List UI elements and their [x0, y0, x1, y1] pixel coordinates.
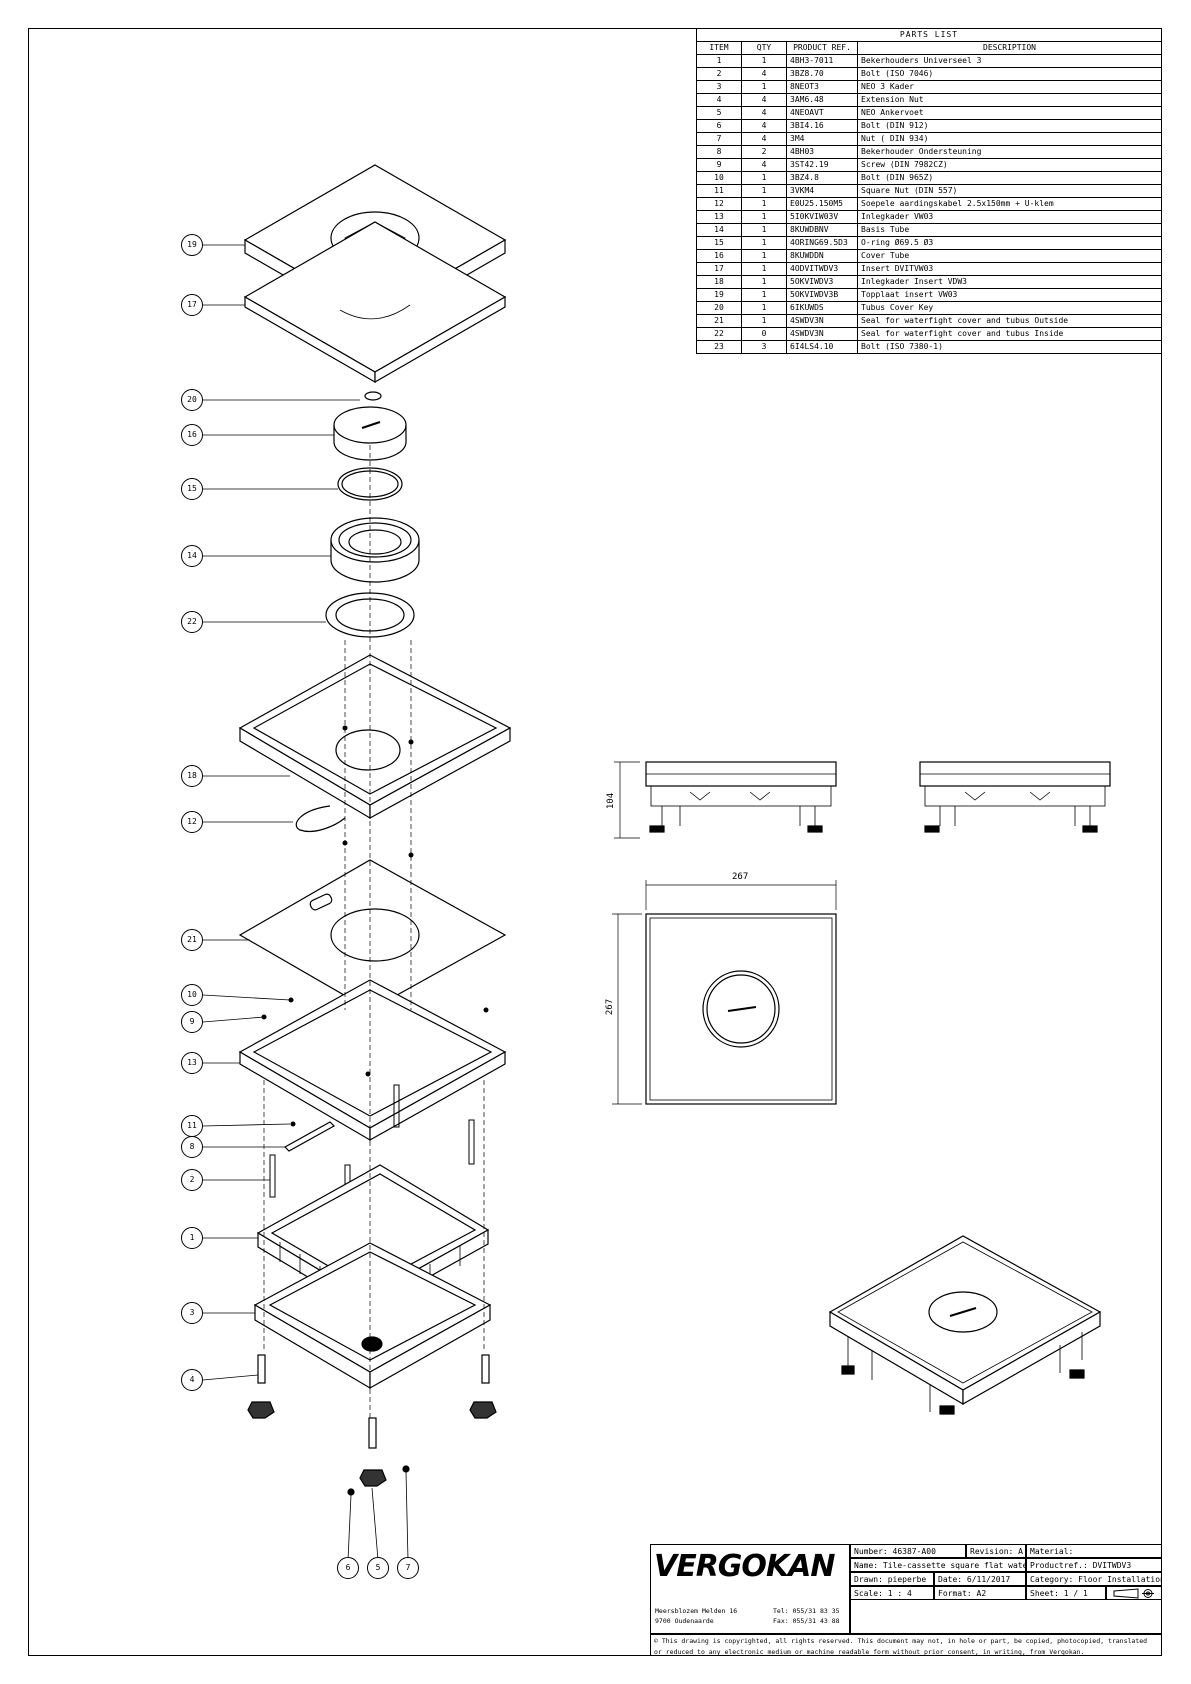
drawing-date: Date: 6/11/2017: [934, 1572, 1026, 1586]
part-18-inlegkader-insert: [238, 654, 512, 820]
callout-13: 13: [181, 1052, 203, 1074]
callout-11: 11: [181, 1115, 203, 1137]
side-view-front: [645, 761, 837, 833]
part-17-insert: [243, 221, 507, 384]
callout-20: 20: [181, 389, 203, 411]
address-line-2: 9700 Oudenaarde: [655, 1617, 714, 1625]
callout-6: 6: [337, 1557, 359, 1579]
part-product-ref: 6I4LS4.10: [786, 340, 858, 354]
callout-4: 4: [181, 1369, 203, 1391]
product-ref: Productref.: DVITWDV3: [1026, 1558, 1162, 1572]
address-line-1: Meersblozem Melden 16: [655, 1607, 738, 1615]
part-4-extension-nuts: [257, 1354, 490, 1449]
height-dimension: [614, 761, 640, 839]
title-block-spacer: [850, 1600, 1162, 1634]
callout-17: 17: [181, 294, 203, 316]
drawing-category: Category: Floor Installations: [1026, 1572, 1162, 1586]
part-3-neo-kader: [253, 1242, 492, 1390]
callout-1: 1: [181, 1227, 203, 1249]
callout-21: 21: [181, 929, 203, 951]
callout-12: 12: [181, 811, 203, 833]
drawing-scale: Scale: 1 : 4: [850, 1586, 934, 1600]
company-logo: VERGOKAN: [654, 1549, 836, 1584]
drawn-by: Drawn: pieperbe: [850, 1572, 934, 1586]
width-dimension: [612, 880, 837, 1105]
projection-symbol-icon: [1106, 1586, 1162, 1600]
callout-3: 3: [181, 1302, 203, 1324]
part-14-basis-tube: [330, 517, 420, 583]
part-13-inlegkader: [238, 979, 507, 1142]
drawing-frame: [28, 28, 1162, 1656]
callout-16: 16: [181, 424, 203, 446]
callout-10: 10: [181, 984, 203, 1006]
callout-9: 9: [181, 1011, 203, 1033]
side-view-side: [919, 761, 1111, 833]
drawing-material: Material:: [1026, 1544, 1162, 1558]
title-block: VERGOKAN Meersblozem Melden 16 9700 Oude…: [650, 1544, 1162, 1656]
callout-7: 7: [397, 1557, 419, 1579]
part-item-number: 23: [696, 340, 742, 354]
callout-5: 5: [367, 1557, 389, 1579]
callout-18: 18: [181, 765, 203, 787]
dimension-depth-label: 267: [605, 998, 616, 1016]
drawing-name: Name: Tile-cassette square flat water: [850, 1558, 1026, 1572]
part-8-bracket: [284, 1121, 335, 1152]
copyright-notice: © This drawing is copyrighted, all right…: [650, 1634, 1162, 1656]
drawing-number: Number: 46387-A00: [850, 1544, 966, 1558]
callout-19: 19: [181, 234, 203, 256]
callout-2: 2: [181, 1169, 203, 1191]
callout-22: 22: [181, 611, 203, 633]
drawing-format: Format: A2: [934, 1586, 1026, 1600]
part-21-seal-plate: [238, 859, 507, 1011]
part-5-feet: [247, 1401, 497, 1487]
drawing-sheet: Sheet: 1 / 1: [1026, 1586, 1106, 1600]
callout-8: 8: [181, 1136, 203, 1158]
callout-15: 15: [181, 478, 203, 500]
part-16-cover-tube: [333, 406, 407, 461]
part-description: Bolt (ISO 7380-1): [857, 340, 1162, 354]
callout-14: 14: [181, 545, 203, 567]
part-12-earthing-cable: [295, 805, 346, 832]
part-20-key: [364, 391, 382, 401]
dimension-height-label: 104: [606, 792, 617, 810]
parts-list-table: PARTS LIST ITEM QTY PRODUCT REF. DESCRIP…: [696, 28, 1162, 354]
drawing-revision: Revision: A: [966, 1544, 1026, 1558]
dimension-width-label: 267: [732, 872, 749, 882]
telephone: Tel: 055/31 83 35: [773, 1607, 840, 1615]
callout-leaders: [202, 244, 409, 1561]
top-view: [645, 913, 837, 1105]
fax: Fax: 055/31 43 88: [773, 1617, 840, 1625]
assembly-axis-lines: [263, 445, 485, 1420]
company-block: VERGOKAN Meersblozem Melden 16 9700 Oude…: [650, 1544, 850, 1634]
isometric-view: [828, 1235, 1102, 1415]
